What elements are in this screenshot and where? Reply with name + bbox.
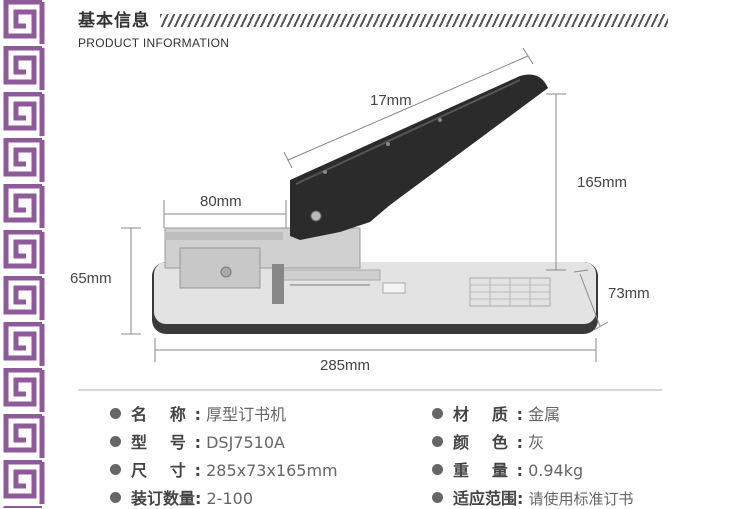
spec-value: 285x73x165mm	[206, 461, 338, 480]
spec-material: 材 质: 金属	[432, 401, 560, 425]
bullet-icon	[432, 408, 443, 419]
throat-depth-label: 80mm	[200, 193, 242, 210]
bullet-icon	[110, 464, 121, 475]
bullet-icon	[110, 492, 121, 503]
height-label: 165mm	[577, 174, 628, 191]
spec-color: 颜 色: 灰	[432, 429, 544, 453]
bullet-icon	[432, 492, 443, 503]
section-subtitle: PRODUCT INFORMATION	[78, 36, 230, 50]
spec-value: 2-100	[206, 489, 254, 508]
base-height-label: 65mm	[70, 270, 112, 287]
spec-size: 尺 寸: 285x73x165mm	[110, 457, 338, 481]
spec-label: 材 质:	[453, 405, 523, 424]
spec-label: 尺 寸:	[131, 461, 201, 480]
bullet-icon	[432, 436, 443, 447]
spec-value: 灰	[528, 433, 545, 452]
spec-label: 名 称:	[131, 405, 201, 424]
length-label: 285mm	[320, 357, 371, 374]
handle-length-label: 17mm	[370, 92, 412, 109]
section-divider	[78, 389, 662, 391]
spec-value: 0.94kg	[528, 461, 584, 480]
spec-weight: 重 量: 0.94kg	[432, 457, 583, 481]
right-border-pattern	[0, 0, 48, 508]
spec-label: 适应范围:	[453, 489, 524, 508]
section-title: 基本信息	[78, 11, 150, 31]
spec-label: 装订数量:	[131, 489, 202, 508]
spec-capacity: 装订数量: 2-100	[110, 485, 253, 509]
spec-value: 请使用标准订书	[528, 490, 634, 508]
spec-label: 颜 色:	[453, 433, 523, 452]
spec-label: 重 量:	[453, 461, 523, 480]
bullet-icon	[432, 464, 443, 475]
spec-usage: 适应范围: 请使用标准订书	[432, 485, 634, 509]
spec-value: DSJ7510A	[206, 433, 285, 452]
spec-model: 型 号: DSJ7510A	[110, 429, 285, 453]
bullet-icon	[110, 436, 121, 447]
spec-value: 金属	[528, 405, 561, 424]
spec-label: 型 号:	[131, 433, 201, 452]
spec-name: 名 称: 厚型订书机	[110, 401, 286, 425]
spec-value: 厚型订书机	[206, 405, 287, 424]
title-hatch-decoration	[160, 14, 668, 27]
width-label: 73mm	[608, 285, 650, 302]
bullet-icon	[110, 408, 121, 419]
